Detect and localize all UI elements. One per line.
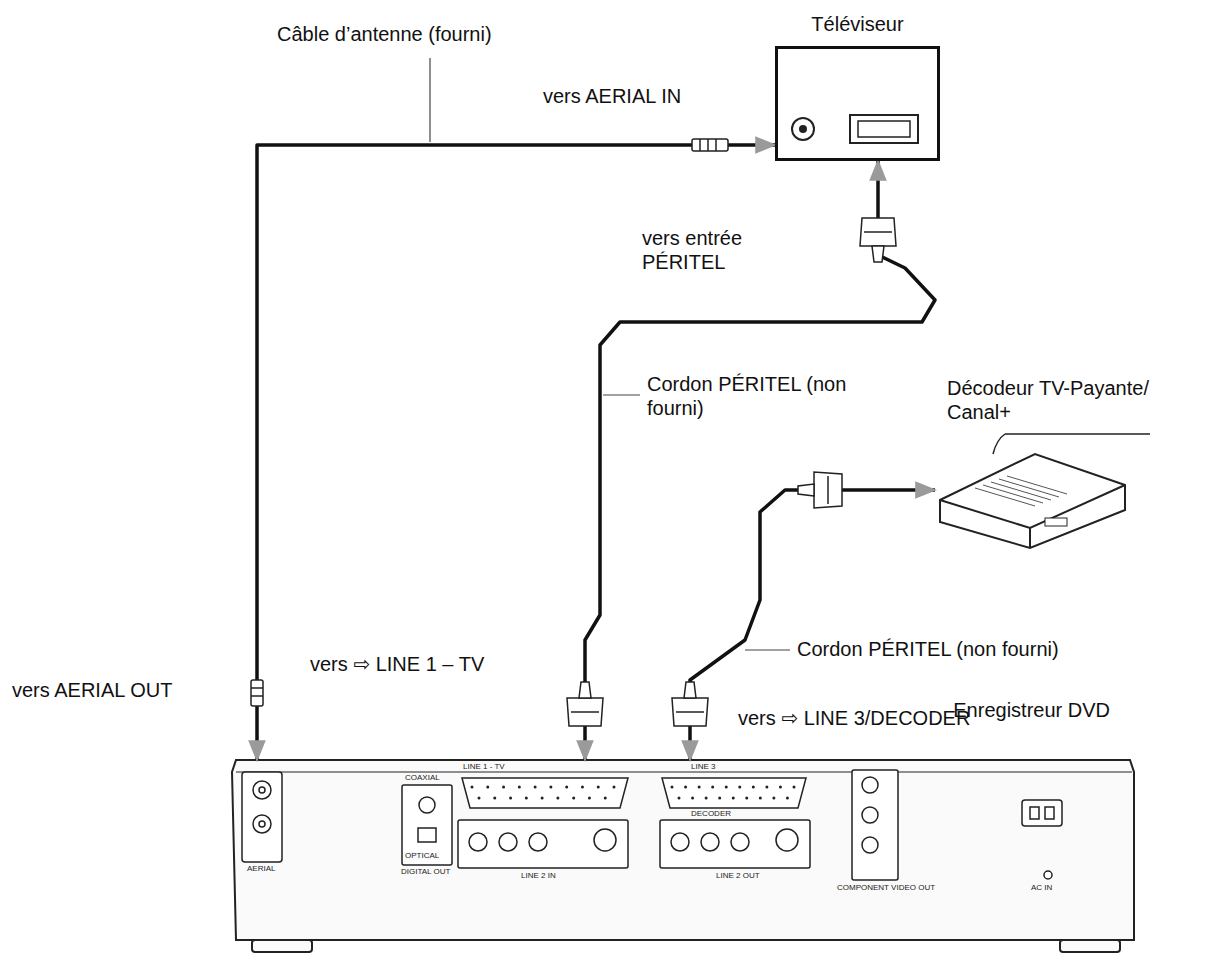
scart-cable — [585, 161, 935, 760]
pin — [671, 786, 674, 789]
pin — [738, 786, 741, 789]
pin — [493, 797, 496, 800]
scart-pins — [471, 786, 796, 800]
pin — [691, 797, 694, 800]
connection-note: vers ⇨ LINE 3/DECODER — [738, 706, 970, 730]
cable-label: Cordon PÉRITEL (non fourni) — [645, 372, 864, 420]
scart-cable — [690, 490, 935, 760]
node-heading: Décodeur TV-Payante/ Canal+ — [947, 376, 1160, 424]
node-heading: Enregistreur DVD — [953, 698, 1110, 722]
pin — [572, 797, 575, 800]
decoder-box: Décodeur TV-Payante/ Canal+ — [935, 376, 1160, 550]
pin — [556, 797, 559, 800]
pin — [705, 797, 708, 800]
cable-label: Cordon PÉRITEL (non fourni) — [795, 637, 1061, 661]
aerial-cable — [257, 145, 775, 760]
panel-label: LINE 2 IN — [520, 872, 557, 880]
connection-note: vers AERIAL OUT — [12, 678, 172, 702]
pin — [765, 786, 768, 789]
panel-label: LINE 2 OUT — [715, 872, 761, 880]
pin — [541, 797, 544, 800]
pin — [779, 786, 782, 789]
dvd-recorder: Enregistreur DVD — [232, 760, 1135, 956]
pin — [502, 786, 505, 789]
panel-label: AC IN — [1030, 884, 1053, 892]
panel-label: COAXIAL — [404, 774, 441, 782]
panel-connectors — [242, 770, 1062, 880]
pin — [772, 797, 775, 800]
pin — [549, 786, 552, 789]
tv-jacks — [778, 49, 937, 158]
pin — [718, 797, 721, 800]
panel-label: LINE 3 — [690, 763, 716, 771]
pin — [725, 786, 728, 789]
connection-note: vers AERIAL IN — [543, 84, 681, 108]
pin — [613, 786, 616, 789]
pin — [759, 797, 762, 800]
pin — [565, 786, 568, 789]
pin — [678, 797, 681, 800]
node-heading: Téléviseur — [775, 12, 940, 36]
panel-label: LINE 1 - TV — [462, 763, 506, 771]
pin — [534, 786, 537, 789]
connection-note: vers entrée PÉRITEL — [642, 226, 777, 274]
pin — [486, 786, 489, 789]
pin — [793, 786, 796, 789]
pin — [509, 797, 512, 800]
panel-label: AERIAL — [246, 865, 276, 873]
panel-label: COMPONENT VIDEO OUT — [836, 884, 936, 892]
aerial-plug — [251, 139, 728, 706]
panel-label: OPTICAL — [404, 852, 440, 860]
dvd-rear-panel — [232, 760, 1134, 952]
pin — [588, 797, 591, 800]
pin — [711, 786, 714, 789]
pin — [581, 786, 584, 789]
panel-label: DECODER — [690, 810, 732, 818]
pin — [698, 786, 701, 789]
pin — [786, 797, 789, 800]
connection-note: vers ⇨ LINE 1 – TV — [310, 652, 484, 676]
pin — [471, 786, 474, 789]
decoder-illustration — [935, 430, 1160, 550]
pin — [597, 786, 600, 789]
pin — [752, 786, 755, 789]
tv-box: Téléviseur — [775, 12, 940, 161]
pin — [518, 786, 521, 789]
pin — [745, 797, 748, 800]
tv-outline — [775, 46, 940, 161]
pin — [604, 797, 607, 800]
pin — [732, 797, 735, 800]
cable-label: Câble d’antenne (fourni) — [275, 22, 494, 46]
panel-label: DIGITAL OUT — [400, 868, 451, 876]
pin — [684, 786, 687, 789]
leader-line — [430, 58, 790, 650]
scart-plug — [567, 218, 896, 726]
pin — [478, 797, 481, 800]
pin — [525, 797, 528, 800]
